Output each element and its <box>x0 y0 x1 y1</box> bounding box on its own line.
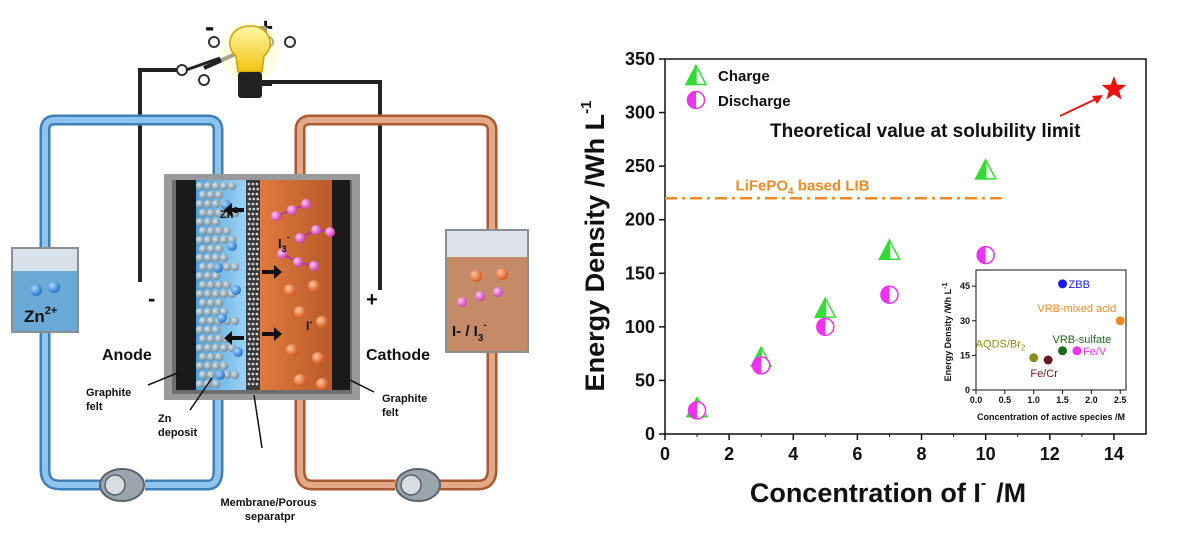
ion-flow-arrows <box>224 203 282 345</box>
light-bulb-icon <box>220 22 280 98</box>
inset-x-tick-label: 0.5 <box>999 395 1012 405</box>
x-tick-label: 4 <box>788 444 798 464</box>
switch-contact <box>176 64 188 76</box>
lifepo4-reference-label: LiFePO4 based LIB <box>736 177 870 197</box>
inset-y-tick-label: 45 <box>960 281 970 291</box>
switch-contact <box>208 36 220 48</box>
flow-battery-schematic: - + <box>11 11 529 523</box>
legend-charge-label: Charge <box>718 68 770 85</box>
inset-x-tick-label: 1.0 <box>1027 395 1040 405</box>
catholyte-tank <box>445 229 529 353</box>
theoretical-star-icon <box>1101 76 1127 100</box>
inset-point <box>1115 316 1125 326</box>
inset-point <box>1058 279 1068 289</box>
inset-point <box>1072 346 1082 356</box>
legend-triangle <box>684 63 708 86</box>
x-tick-label: 14 <box>1104 444 1124 464</box>
x-tick-label: 2 <box>724 444 734 464</box>
graphite-felt-left-label: Graphite felt <box>86 387 134 413</box>
inset-y-tick-label: 0 <box>965 385 970 395</box>
inset-x-tick-label: 2.0 <box>1085 395 1098 405</box>
iodide-ions <box>284 280 328 390</box>
switch-contact <box>284 36 296 48</box>
y-tick-label: 100 <box>625 317 655 337</box>
inset-point-label: Fe/Cr <box>1030 368 1058 380</box>
x-tick-label: 6 <box>852 444 862 464</box>
inset-y-axis-title: Energy Density /Wh L-1 <box>942 283 953 382</box>
discharge-point <box>816 317 835 337</box>
zn-tank-label: Zn2+ <box>24 305 57 326</box>
iodine-tank-label: I- / I3- <box>452 320 487 344</box>
inset-comparison-chart: 0.0 0.5 1.0 1.5 2.0 2.5 0 15 30 45 ZBB VRB-mixed a… <box>942 269 1127 422</box>
switch-contact <box>198 74 210 86</box>
anolyte-tank <box>11 247 79 333</box>
charge-point <box>974 158 997 180</box>
inset-point-label: VRB-sulfate <box>1053 334 1112 346</box>
triiodide-ions <box>271 199 335 271</box>
y-axis-title: Energy Density /Wh L-1 <box>578 101 610 392</box>
inset-x-tick-label: 1.5 <box>1056 395 1069 405</box>
inset-point-label: AQDS/Br2 <box>976 339 1026 353</box>
cathode-label: Cathode <box>366 347 430 364</box>
charge-point <box>814 296 837 318</box>
polarity-plus-side: + <box>366 289 378 311</box>
inset-point <box>1029 353 1039 363</box>
zinc-deposit <box>195 181 240 389</box>
x-tick-label: 10 <box>976 444 996 464</box>
x-tick-label: 0 <box>660 444 670 464</box>
polarity-minus-side: - <box>148 286 155 311</box>
y-tick-label: 200 <box>625 210 655 230</box>
y-tick-label: 250 <box>625 156 655 176</box>
iodide-label: I- <box>306 317 312 333</box>
triiodide-label: I3- <box>278 232 290 254</box>
legend-discharge-marker <box>686 90 706 110</box>
discharge-point <box>687 401 707 420</box>
discharge-point <box>751 356 771 375</box>
y-tick-label: 50 <box>635 370 655 390</box>
legend-circle <box>686 90 706 110</box>
legend-charge-marker <box>684 63 708 86</box>
x-tick-label: 8 <box>917 444 927 464</box>
x-axis-title: Concentration of I-/M <box>750 475 1026 508</box>
zn-ion-label: Zn2+ <box>220 206 243 221</box>
inset-x-tick-label: 2.5 <box>1114 395 1127 405</box>
x-tick-label: 12 <box>1040 444 1060 464</box>
charge-point <box>878 238 901 260</box>
zn-deposit-label: Zn deposit <box>158 413 197 439</box>
plot-frame <box>664 58 1147 435</box>
inset-x-tick-label: 0.0 <box>970 395 983 405</box>
battery-cell <box>164 174 360 400</box>
y-tick-label: 0 <box>645 424 655 444</box>
anolyte-pump-icon <box>99 468 145 502</box>
legend-discharge-label: Discharge <box>718 93 791 110</box>
y-tick-label: 350 <box>625 49 655 69</box>
inset-point-label: VRB-mixed acid <box>1037 303 1116 315</box>
inset-point <box>1043 355 1053 365</box>
inset-frame <box>975 269 1127 391</box>
graphite-felt-right-label: Graphite felt <box>382 393 430 419</box>
inset-point <box>1058 346 1068 356</box>
anode-label: Anode <box>102 347 152 364</box>
discharge-point <box>880 285 899 304</box>
theoretical-annotation: Theoretical value at solubility limit <box>770 121 1081 142</box>
y-tick-label: 300 <box>625 103 655 123</box>
polarity-minus-top: - <box>205 11 214 42</box>
discharge-point <box>976 245 995 265</box>
inset-y-tick-label: 15 <box>960 350 970 360</box>
inset-point-label: ZBB <box>1069 279 1090 291</box>
inset-y-tick-label: 30 <box>960 316 970 326</box>
annotation-arrow <box>1059 97 1099 117</box>
membrane-label: Membrane/Porous separatpr <box>220 497 319 523</box>
inset-point-label: Fe/V <box>1083 346 1107 358</box>
catholyte-pump-icon <box>395 468 441 502</box>
chart-legend: Charge Discharge <box>684 63 791 110</box>
y-tick-label: 150 <box>625 263 655 283</box>
membrane-separator <box>247 182 260 386</box>
inset-x-axis-title: Concentration of active species /M <box>977 412 1125 422</box>
